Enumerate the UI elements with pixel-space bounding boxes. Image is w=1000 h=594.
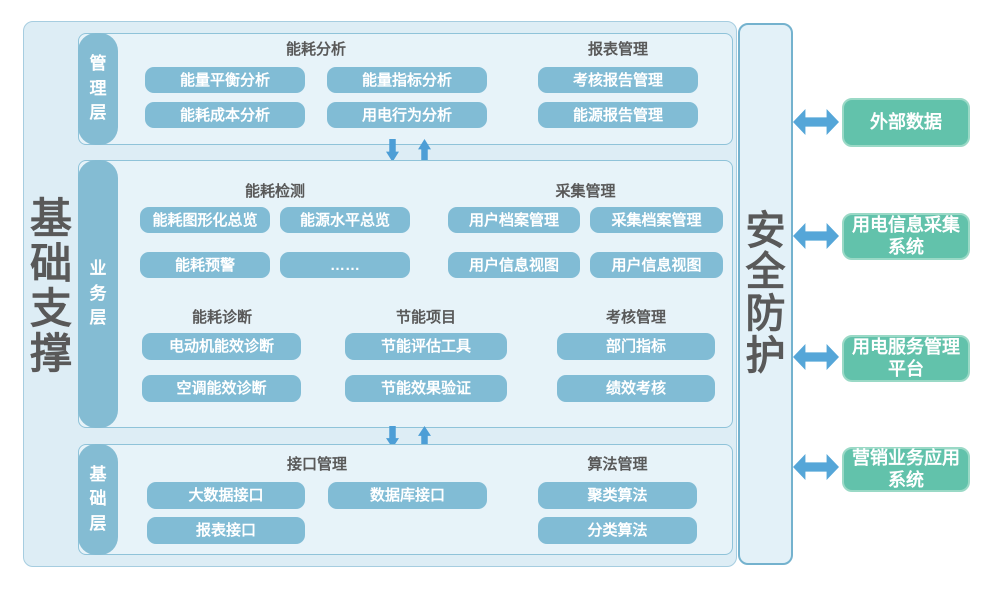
- box-energy-warning: 能耗预警: [140, 252, 270, 278]
- box-ellipsis: ……: [280, 252, 410, 278]
- security-band-label: 安全防护: [745, 208, 786, 378]
- external-system-electricity-info-collection: 用电信息采集 系统: [842, 213, 970, 260]
- up-arrow-icon: [418, 426, 431, 448]
- box-energy-cost-analysis: 能耗成本分析: [145, 102, 305, 128]
- double-arrow-icon: [793, 109, 839, 135]
- box-energy-indicator-analysis: 能量指标分析: [327, 67, 487, 93]
- tab-business-layer: 业务层: [78, 160, 118, 428]
- down-arrow-icon: [386, 139, 399, 162]
- box-motor-efficiency-diagnosis: 电动机能效诊断: [142, 333, 301, 360]
- box-energy-balance-analysis: 能量平衡分析: [145, 67, 305, 93]
- double-arrow-icon: [793, 454, 839, 480]
- group-title-report-mgmt: 报表管理: [587, 41, 648, 58]
- external-system-electricity-service-platform: 用电服务管理 平台: [842, 335, 970, 382]
- down-arrow-icon: [386, 426, 399, 448]
- box-clustering-algorithm: 聚类算法: [538, 482, 697, 509]
- box-user-info-view-2: 用户信息视图: [590, 252, 723, 278]
- group-title-energy-monitor: 能耗检测: [244, 183, 305, 200]
- box-performance-assessment: 绩效考核: [557, 375, 715, 402]
- tab-business-layer-label: 业务层: [89, 259, 107, 328]
- box-department-indicators: 部门指标: [557, 333, 715, 360]
- box-collection-archive-mgmt: 采集档案管理: [590, 207, 723, 233]
- group-title-interface-mgmt: 接口管理: [286, 456, 347, 473]
- box-energy-level-overview: 能源水平总览: [280, 207, 410, 233]
- box-energy-graphic-overview: 能耗图形化总览: [140, 207, 270, 233]
- box-energy-saving-assessment-tool: 节能评估工具: [345, 333, 507, 360]
- box-big-data-interface: 大数据接口: [147, 482, 305, 509]
- box-electricity-behavior-analysis: 用电行为分析: [327, 102, 487, 128]
- up-arrow-icon: [418, 139, 431, 162]
- tab-base-layer: 基础层: [78, 444, 118, 555]
- box-assessment-report-mgmt: 考核报告管理: [538, 67, 698, 93]
- tab-management-layer-label: 管理层: [89, 54, 107, 123]
- external-system-marketing-business-app: 营销业务应用 系统: [842, 447, 970, 492]
- box-user-info-view-1: 用户信息视图: [448, 252, 580, 278]
- group-title-energy-saving-projects: 节能项目: [395, 309, 456, 326]
- box-energy-saving-effect-verification: 节能效果验证: [345, 375, 507, 402]
- group-title-algorithm-mgmt: 算法管理: [587, 456, 648, 473]
- box-report-interface: 报表接口: [147, 517, 305, 544]
- group-title-assessment-mgmt: 考核管理: [605, 309, 666, 326]
- group-title-energy-analysis: 能耗分析: [285, 41, 346, 58]
- double-arrow-icon: [793, 223, 839, 249]
- tab-management-layer: 管理层: [78, 33, 118, 145]
- double-arrow-icon: [793, 344, 839, 370]
- support-band-label: 基础支撑: [29, 195, 72, 377]
- group-title-collection-mgmt: 采集管理: [555, 183, 616, 200]
- tab-base-layer-label: 基础层: [89, 464, 107, 533]
- box-ac-efficiency-diagnosis: 空调能效诊断: [142, 375, 301, 402]
- box-classification-algorithm: 分类算法: [538, 517, 697, 544]
- box-database-interface: 数据库接口: [328, 482, 487, 509]
- group-title-energy-diagnosis: 能耗诊断: [191, 309, 252, 326]
- box-user-archive-mgmt: 用户档案管理: [448, 207, 580, 233]
- security-band: 安全防护: [738, 23, 793, 565]
- box-energy-report-mgmt: 能源报告管理: [538, 102, 698, 128]
- external-system-external-data: 外部数据: [842, 98, 970, 147]
